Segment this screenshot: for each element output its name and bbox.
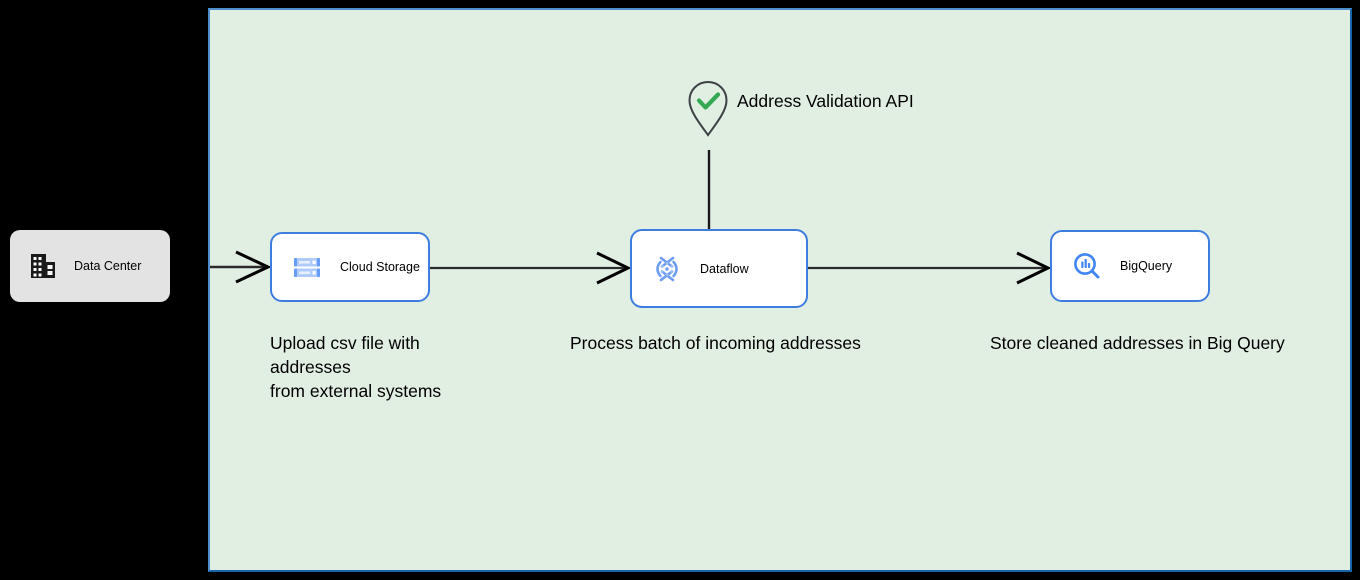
node-cloud-storage-label: Cloud Storage [340, 260, 420, 274]
caption-bigquery: Store cleaned addresses in Big Query [990, 333, 1285, 353]
node-bigquery-label: BigQuery [1120, 259, 1173, 273]
dataflow-icon [656, 256, 678, 281]
caption-cloud-storage: Upload csv file with addresses from exte… [270, 333, 442, 401]
node-data-center[interactable]: Data Center [10, 230, 170, 302]
node-dataflow-label: Dataflow [700, 261, 749, 276]
cloud-storage-icon [294, 258, 320, 277]
node-bigquery[interactable]: BigQuery [1050, 230, 1210, 302]
node-address-validation-api-label: Address Validation API [737, 91, 914, 111]
building-icon [31, 254, 55, 278]
node-address-validation-api[interactable]: Address Validation API [685, 78, 914, 150]
caption-dataflow: Process batch of incoming addresses [570, 333, 861, 353]
node-cloud-storage[interactable]: Cloud Storage [270, 232, 430, 302]
map-pin-check-icon [688, 80, 728, 137]
node-data-center-label: Data Center [74, 259, 142, 273]
bigquery-icon [1074, 253, 1100, 279]
node-dataflow[interactable]: Dataflow [630, 229, 808, 308]
